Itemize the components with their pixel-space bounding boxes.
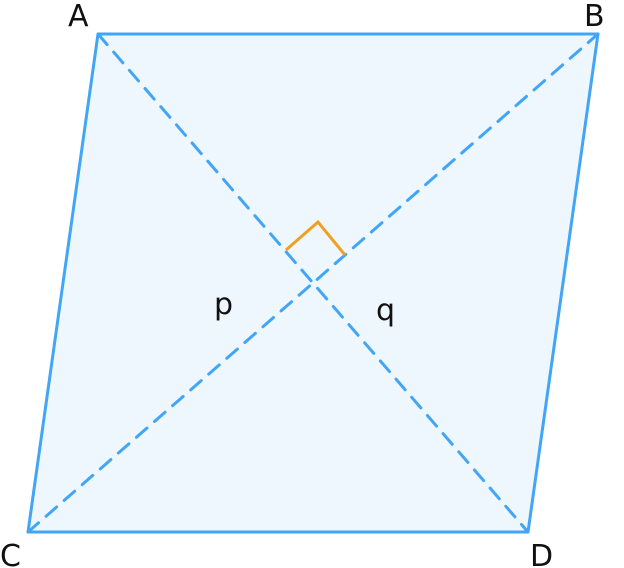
diagonal-p [26,32,600,534]
vertex-label-c: C [0,539,21,568]
vertex-label-d: D [530,539,553,568]
vertex-label-a: A [68,0,89,34]
diagonal-q [96,32,530,534]
vertex-label-b: B [584,0,605,34]
diagonal-label-q: q [376,293,395,328]
diagonal-label-p: p [214,287,233,322]
right-angle-marker [285,219,347,256]
